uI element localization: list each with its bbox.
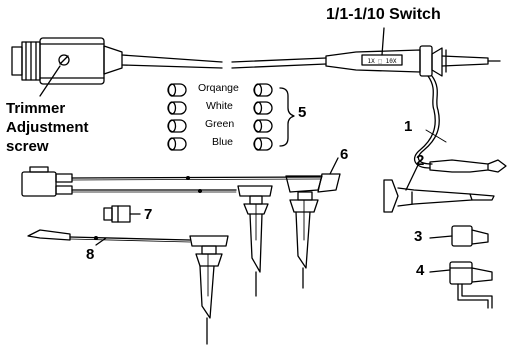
color-label-orange: Orqange	[198, 82, 239, 94]
switch-print: 1X ⬚ 10X	[368, 58, 397, 65]
trimmer-label-line2: Adjustment	[6, 119, 89, 136]
trimmer-label-line3: screw	[6, 138, 49, 155]
color-rings	[167, 83, 295, 151]
switch-label: 1/1-1/10 Switch	[326, 6, 441, 23]
callout-8: 8	[86, 246, 95, 263]
callout-1: 1	[404, 118, 413, 135]
callout-3: 3	[414, 228, 423, 245]
color-label-blue: Blue	[212, 136, 234, 148]
switch-leader	[381, 27, 385, 56]
trimmer-screw	[58, 54, 70, 66]
callout-4: 4	[416, 262, 425, 279]
bnc-connector	[11, 37, 123, 85]
item-4-ground-tip	[429, 261, 493, 309]
adapter-leads	[21, 157, 341, 297]
item-2-retractable-hook	[383, 164, 495, 213]
probe-cable	[121, 54, 327, 69]
callout-7: 7	[144, 206, 153, 223]
item-8-hook-lead	[27, 229, 229, 345]
trimmer-leader	[39, 65, 61, 97]
probe-body: 1X ⬚ 10X	[325, 45, 501, 77]
item-7-adapter	[103, 205, 141, 223]
trimmer-label-line1: Trimmer	[6, 100, 66, 117]
color-label-green: Green	[205, 118, 235, 130]
callout-5: 5	[298, 104, 307, 121]
ground-lead	[413, 75, 507, 173]
callout-2: 2	[416, 152, 425, 169]
color-label-white: White	[206, 100, 233, 112]
callout-6: 6	[340, 146, 349, 163]
item-3-tip-cap	[429, 225, 489, 247]
